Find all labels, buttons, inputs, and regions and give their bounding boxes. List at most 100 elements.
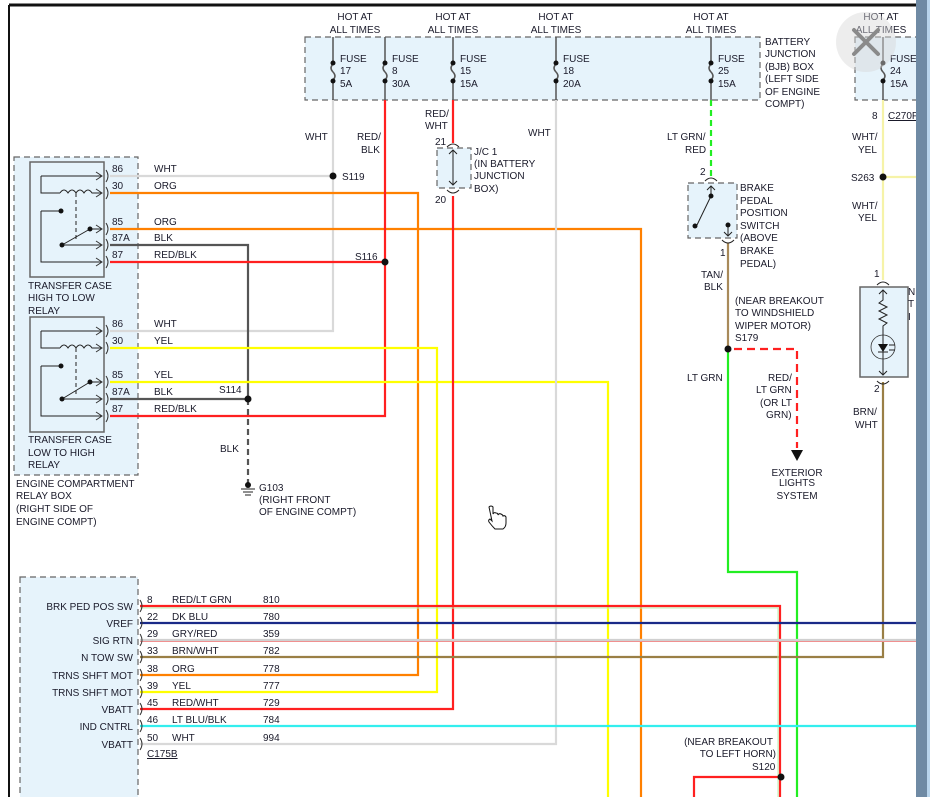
circuit-number: 810 [263,595,280,606]
svg-text:1: 1 [720,248,726,259]
relay-contact-dots [58,208,93,402]
svg-text:ENGINE COMPARTMENT: ENGINE COMPARTMENT [16,479,135,490]
svg-text:(RIGHT SIDE OF: (RIGHT SIDE OF [16,504,93,515]
pin-number: 33 [147,646,159,657]
pin-number: 87A [112,233,130,244]
svg-text:WHT: WHT [528,128,551,139]
svg-text:BLK: BLK [704,282,723,293]
svg-text:2: 2 [700,167,706,178]
circuit-number: 784 [263,715,280,726]
pin-function: BRK PED POS SW [46,602,133,613]
svg-text:C270F: C270F [888,111,918,122]
wire-color: RED/LT GRN [172,595,232,606]
splice-dots [244,172,887,781]
pin-function: VREF [106,619,133,630]
wire-brn-wht [140,382,885,659]
svg-text:TO LEFT HORN): TO LEFT HORN) [700,749,776,760]
wire-color: ORG [154,217,177,228]
svg-text:GRN): GRN) [766,410,792,421]
svg-text:RELAY: RELAY [28,460,60,471]
wire-org-30 [110,191,420,677]
svg-text:BLK: BLK [220,444,239,455]
pin-number: 50 [147,733,159,744]
close-overlay-button[interactable] [836,12,896,72]
svg-text:G103: G103 [259,483,284,494]
svg-text:ALL TIMES: ALL TIMES [531,25,582,36]
svg-text:COMPT): COMPT) [765,99,804,110]
svg-text:LT GRN: LT GRN [687,373,723,384]
svg-text:RED/: RED/ [357,132,381,143]
pin-number: 29 [147,629,159,640]
fuse-label: FUSE [563,54,590,65]
indicator-side-text: NTI [908,287,915,323]
svg-text:WHT: WHT [425,121,448,132]
pin-number: 86 [112,319,124,330]
pin-number: 45 [147,698,159,709]
svg-text:2: 2 [874,384,880,395]
fuse-rating: 15A [460,79,478,90]
svg-text:SYSTEM: SYSTEM [776,491,817,502]
wire-color: WHT [172,733,195,744]
svg-text:OF ENGINE: OF ENGINE [765,87,820,98]
svg-text:RELAY BOX: RELAY BOX [16,491,72,502]
pin-function: SIG RTN [93,636,133,647]
wire-color: ORG [154,181,177,192]
battery-junction-box [304,36,761,101]
wire-lt-grn [726,349,799,797]
close-icon[interactable] [852,28,880,56]
splice-s120: S120 [752,762,776,773]
svg-text:JUNCTION: JUNCTION [765,49,816,60]
svg-text:(OR LT: (OR LT [760,398,792,409]
svg-text:RED/: RED/ [768,373,792,384]
wire-yel-85 [110,380,610,797]
svg-text:OF ENGINE COMPT): OF ENGINE COMPT) [259,507,356,518]
wires [110,100,916,797]
splice-s263: S263 [851,173,875,184]
splice-s114: S114 [219,385,242,396]
svg-text:HOT AT: HOT AT [337,12,372,23]
svg-text:BOX): BOX) [474,184,498,195]
svg-text:(RIGHT FRONT: (RIGHT FRONT [259,495,330,506]
svg-text:21: 21 [435,137,447,148]
pin-function: TRNS SHFT MOT [52,688,133,699]
svg-text:ALL TIMES: ALL TIMES [686,25,737,36]
svg-text:(ABOVE: (ABOVE [740,233,778,244]
svg-text:BATTERY: BATTERY [765,37,811,48]
fuse-icon [708,37,714,100]
svg-text:PEDAL): PEDAL) [740,259,776,270]
svg-text:ALL TIMES: ALL TIMES [428,25,479,36]
svg-text:HOT AT: HOT AT [863,12,898,23]
fuse-icon [450,37,456,100]
wire-wht-f17 [110,100,335,333]
fuse-icon [880,37,886,100]
wire-color: YEL [172,681,191,692]
wire-color: WHT [154,164,177,175]
brake-switch-symbol: 21 [692,167,735,259]
pin-function: TRNS SHFT MOT [52,671,133,682]
fuse-number: 17 [340,66,352,77]
svg-text:TRANSFER CASE: TRANSFER CASE [28,281,112,292]
svg-text:WHT: WHT [855,420,878,431]
connector-c175b: C175B [147,749,178,760]
svg-text:ENGINE COMPT): ENGINE COMPT) [16,517,97,528]
pin-number: 85 [112,217,124,228]
svg-text:PEDAL: PEDAL [740,196,773,207]
svg-text:YEL: YEL [858,145,877,156]
